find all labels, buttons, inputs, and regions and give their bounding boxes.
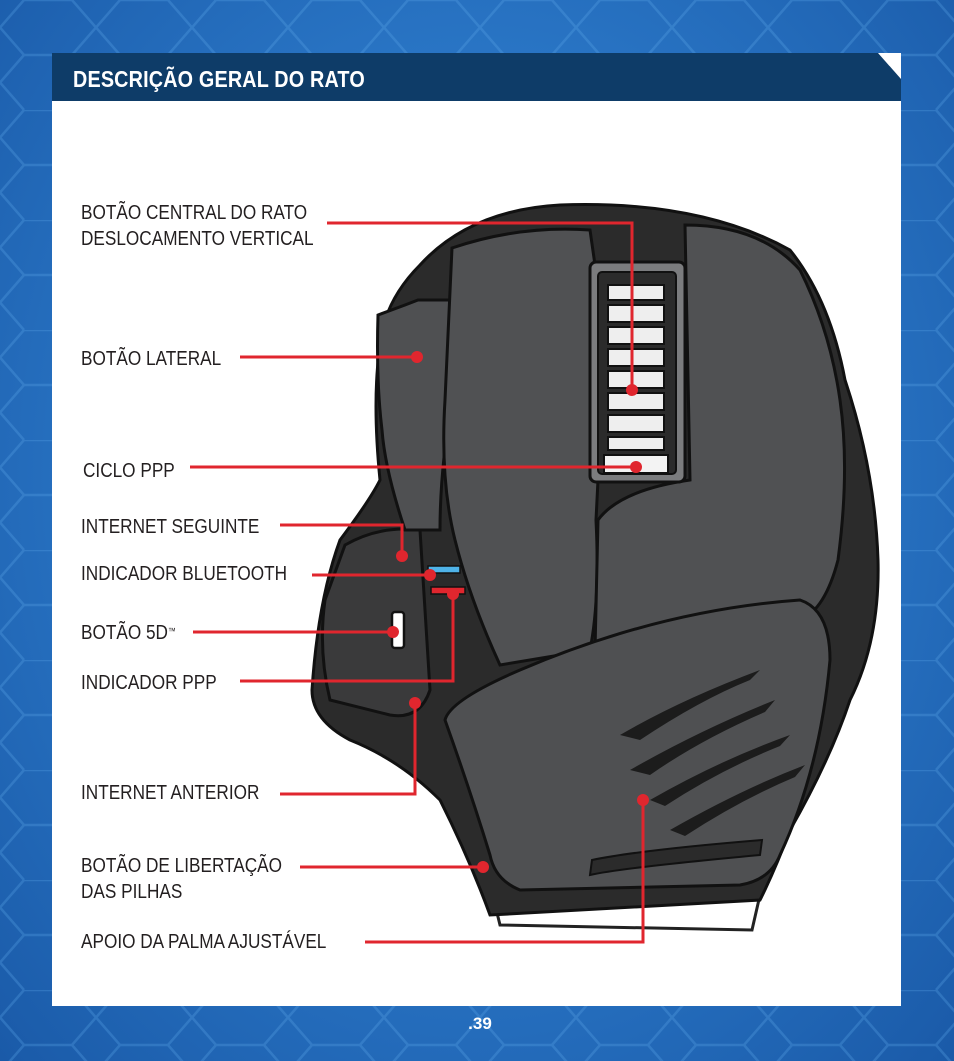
trademark-mark: ™: [167, 626, 176, 636]
label-middle-button-line2: DESLOCAMENTO VERTICAL: [81, 228, 314, 250]
label-battery-release-line1: BOTÃO DE LIBERTAÇÃO: [81, 855, 283, 877]
right-main-button: [593, 223, 847, 652]
leader-lines: [190, 221, 645, 944]
label-side-button: BOTÃO LATERAL: [81, 348, 222, 370]
label-dpi-cycle: CICLO PPP: [83, 460, 175, 482]
label-5d-button: BOTÃO 5D™: [81, 620, 176, 646]
label-middle-button-line1: BOTÃO CENTRAL DO RATO: [81, 202, 308, 224]
leader-dots: [387, 351, 649, 873]
claw-logo: [620, 670, 805, 836]
label-bluetooth-indicator: INDICADOR BLUETOOTH: [81, 563, 288, 585]
label-battery-release-line2: DAS PILHAS: [81, 881, 183, 903]
page-number: .39: [468, 1014, 492, 1033]
scroll-wheel: [607, 284, 665, 451]
label-battery-release: BOTÃO DE LIBERTAÇÃO DAS PILHAS: [81, 853, 282, 905]
label-internet-next: INTERNET SEGUINTE: [81, 516, 260, 538]
label-middle-button: BOTÃO CENTRAL DO RATO DESLOCAMENTO VERTI…: [81, 200, 314, 252]
palm-rest: [443, 598, 832, 892]
label-internet-back: INTERNET ANTERIOR: [81, 782, 260, 804]
label-palm-rest: APOIO DA PALMA AJUSTÁVEL: [81, 931, 327, 953]
header-bar: [52, 53, 901, 101]
page-title: DESCRIÇÃO GERAL DO RATO: [73, 66, 365, 92]
label-5d-text: BOTÃO 5D: [81, 622, 168, 644]
label-dpi-indicator: INDICADOR PPP: [81, 672, 217, 694]
